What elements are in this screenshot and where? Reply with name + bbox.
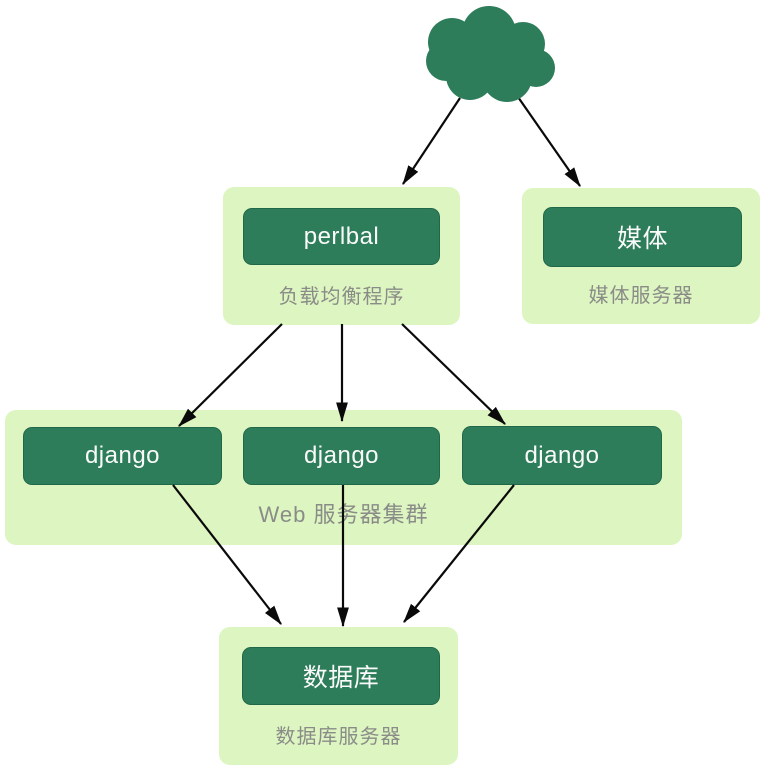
node-database-label: 数据库 <box>302 664 380 692</box>
node-django-1: django <box>23 427 222 485</box>
edge-load-balancer-to-django-3 <box>401 323 506 425</box>
group-load-balancer: perlbal 负载均衡程序 <box>223 187 460 325</box>
node-media: 媒体 <box>543 207 742 267</box>
edge-cloud-to-media <box>517 96 581 187</box>
caption-media-server: 媒体服务器 <box>588 285 694 307</box>
node-database: 数据库 <box>242 647 440 705</box>
node-django-3: django <box>462 426 662 485</box>
node-perlbal-label: perlbal <box>303 222 380 250</box>
edge-cloud-to-load-balancer <box>402 97 461 185</box>
group-database-server: 数据库 数据库服务器 <box>219 627 458 765</box>
node-django-3-label: django <box>524 441 600 469</box>
caption-database-server: 数据库服务器 <box>275 726 402 748</box>
internet-cloud-icon <box>426 6 555 102</box>
caption-load-balancer: 负载均衡程序 <box>278 286 405 308</box>
node-perlbal: perlbal <box>243 208 440 265</box>
node-django-2-label: django <box>303 442 380 469</box>
node-django-2: django <box>243 427 440 485</box>
node-media-label: 媒体 <box>616 225 668 253</box>
group-web-cluster: django django django Web 服务器集群 <box>5 410 682 545</box>
group-media-server: 媒体 媒体服务器 <box>522 188 760 324</box>
caption-web-cluster: Web 服务器集群 <box>258 502 429 527</box>
node-django-1-label: django <box>84 442 161 469</box>
